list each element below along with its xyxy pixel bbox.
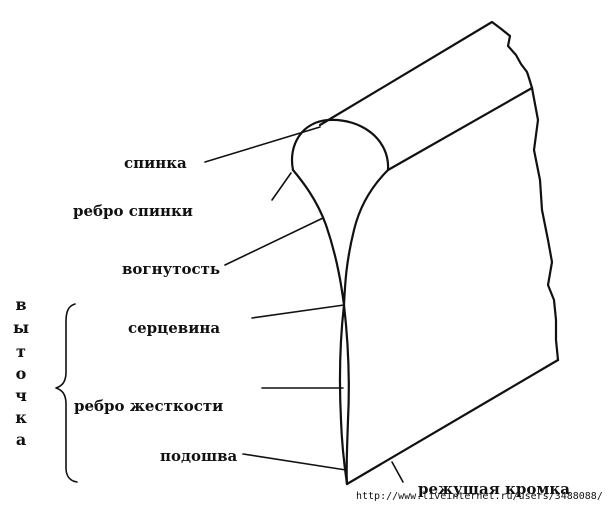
left-concave-profile [291, 168, 350, 486]
vertical-label-letter: ы [12, 318, 30, 337]
vertical-label-letter: к [15, 408, 27, 427]
leader-sercevina [251, 304, 345, 319]
vertical-label-letter: а [15, 430, 27, 449]
source-url-watermark: http://www.liveinternet.ru/users/3488088… [356, 491, 603, 502]
leader-vognutost [224, 217, 324, 266]
vertical-label-letter: ч [15, 386, 27, 405]
leader-podoshva [242, 453, 347, 471]
label-sercevina: серцевина [128, 319, 221, 337]
vertical-label-letter: в [15, 295, 27, 314]
vytochka-brace [55, 303, 78, 483]
vertical-label-letter: т [16, 342, 26, 361]
label-rezhushchaya-kromka: режущая кромка [418, 480, 570, 498]
label-rebro-zhestkosti: ребро жесткости [74, 397, 224, 415]
spine-profile [290, 118, 390, 172]
leader-rezhushchaya [391, 461, 404, 483]
label-vognutost: вогнутость [122, 260, 221, 278]
blade-cutting-edge [345, 358, 560, 486]
vertical-label-letter: о [15, 364, 27, 383]
label-spinka: спинка [124, 154, 187, 172]
blade-right-broken-edge [530, 86, 560, 362]
leader-spinka [204, 126, 321, 163]
blade-top-edge [318, 20, 534, 127]
leader-rebro-spinki [271, 172, 292, 201]
label-rebro-spinki: ребро спинки [73, 202, 193, 220]
blade-back-edge [386, 86, 534, 172]
label-podoshva: подошва [160, 447, 238, 465]
